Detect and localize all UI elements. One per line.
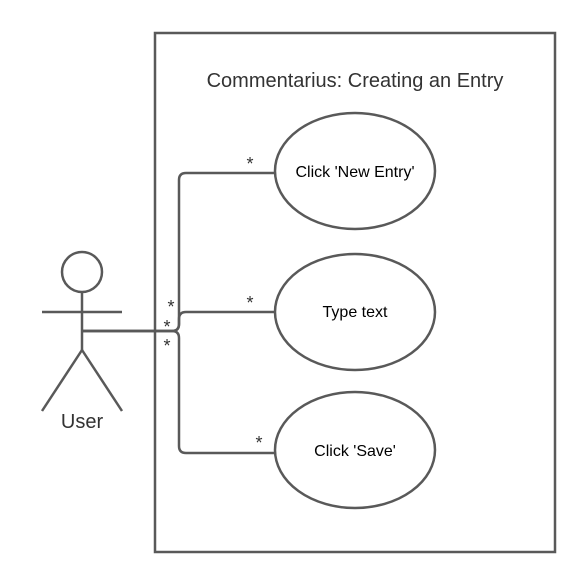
use-case-ellipse [273, 390, 437, 510]
multiplicity-usecase-type-text: * [246, 293, 253, 313]
multiplicity-usecase-save: * [255, 433, 262, 453]
actor-right-leg [80, 349, 124, 412]
system-title: Commentarius: Creating an Entry [207, 70, 504, 92]
use-case-label: Click 'Save' [314, 443, 396, 460]
use-case-save: Click 'Save' [273, 390, 437, 510]
use-case-ellipse [273, 252, 437, 372]
multiplicity-actor-new-entry: * [167, 297, 174, 317]
actor-left-leg [40, 349, 84, 412]
use-case-new-entry: Click 'New Entry' [273, 111, 437, 231]
use-case-label: Click 'New Entry' [295, 164, 414, 181]
multiplicity-actor-save: * [163, 336, 170, 356]
use-case-ellipse [273, 111, 437, 231]
multiplicity-actor-type-text: * [163, 317, 170, 337]
association-line-save [82, 329, 276, 455]
actor-label: User [61, 411, 104, 433]
use-case-label: Type text [323, 304, 388, 321]
actor-user: User [40, 250, 124, 433]
multiplicity-usecase-new-entry: * [246, 154, 253, 174]
actor-head [60, 250, 104, 294]
use-case-type-text: Type text [273, 252, 437, 372]
